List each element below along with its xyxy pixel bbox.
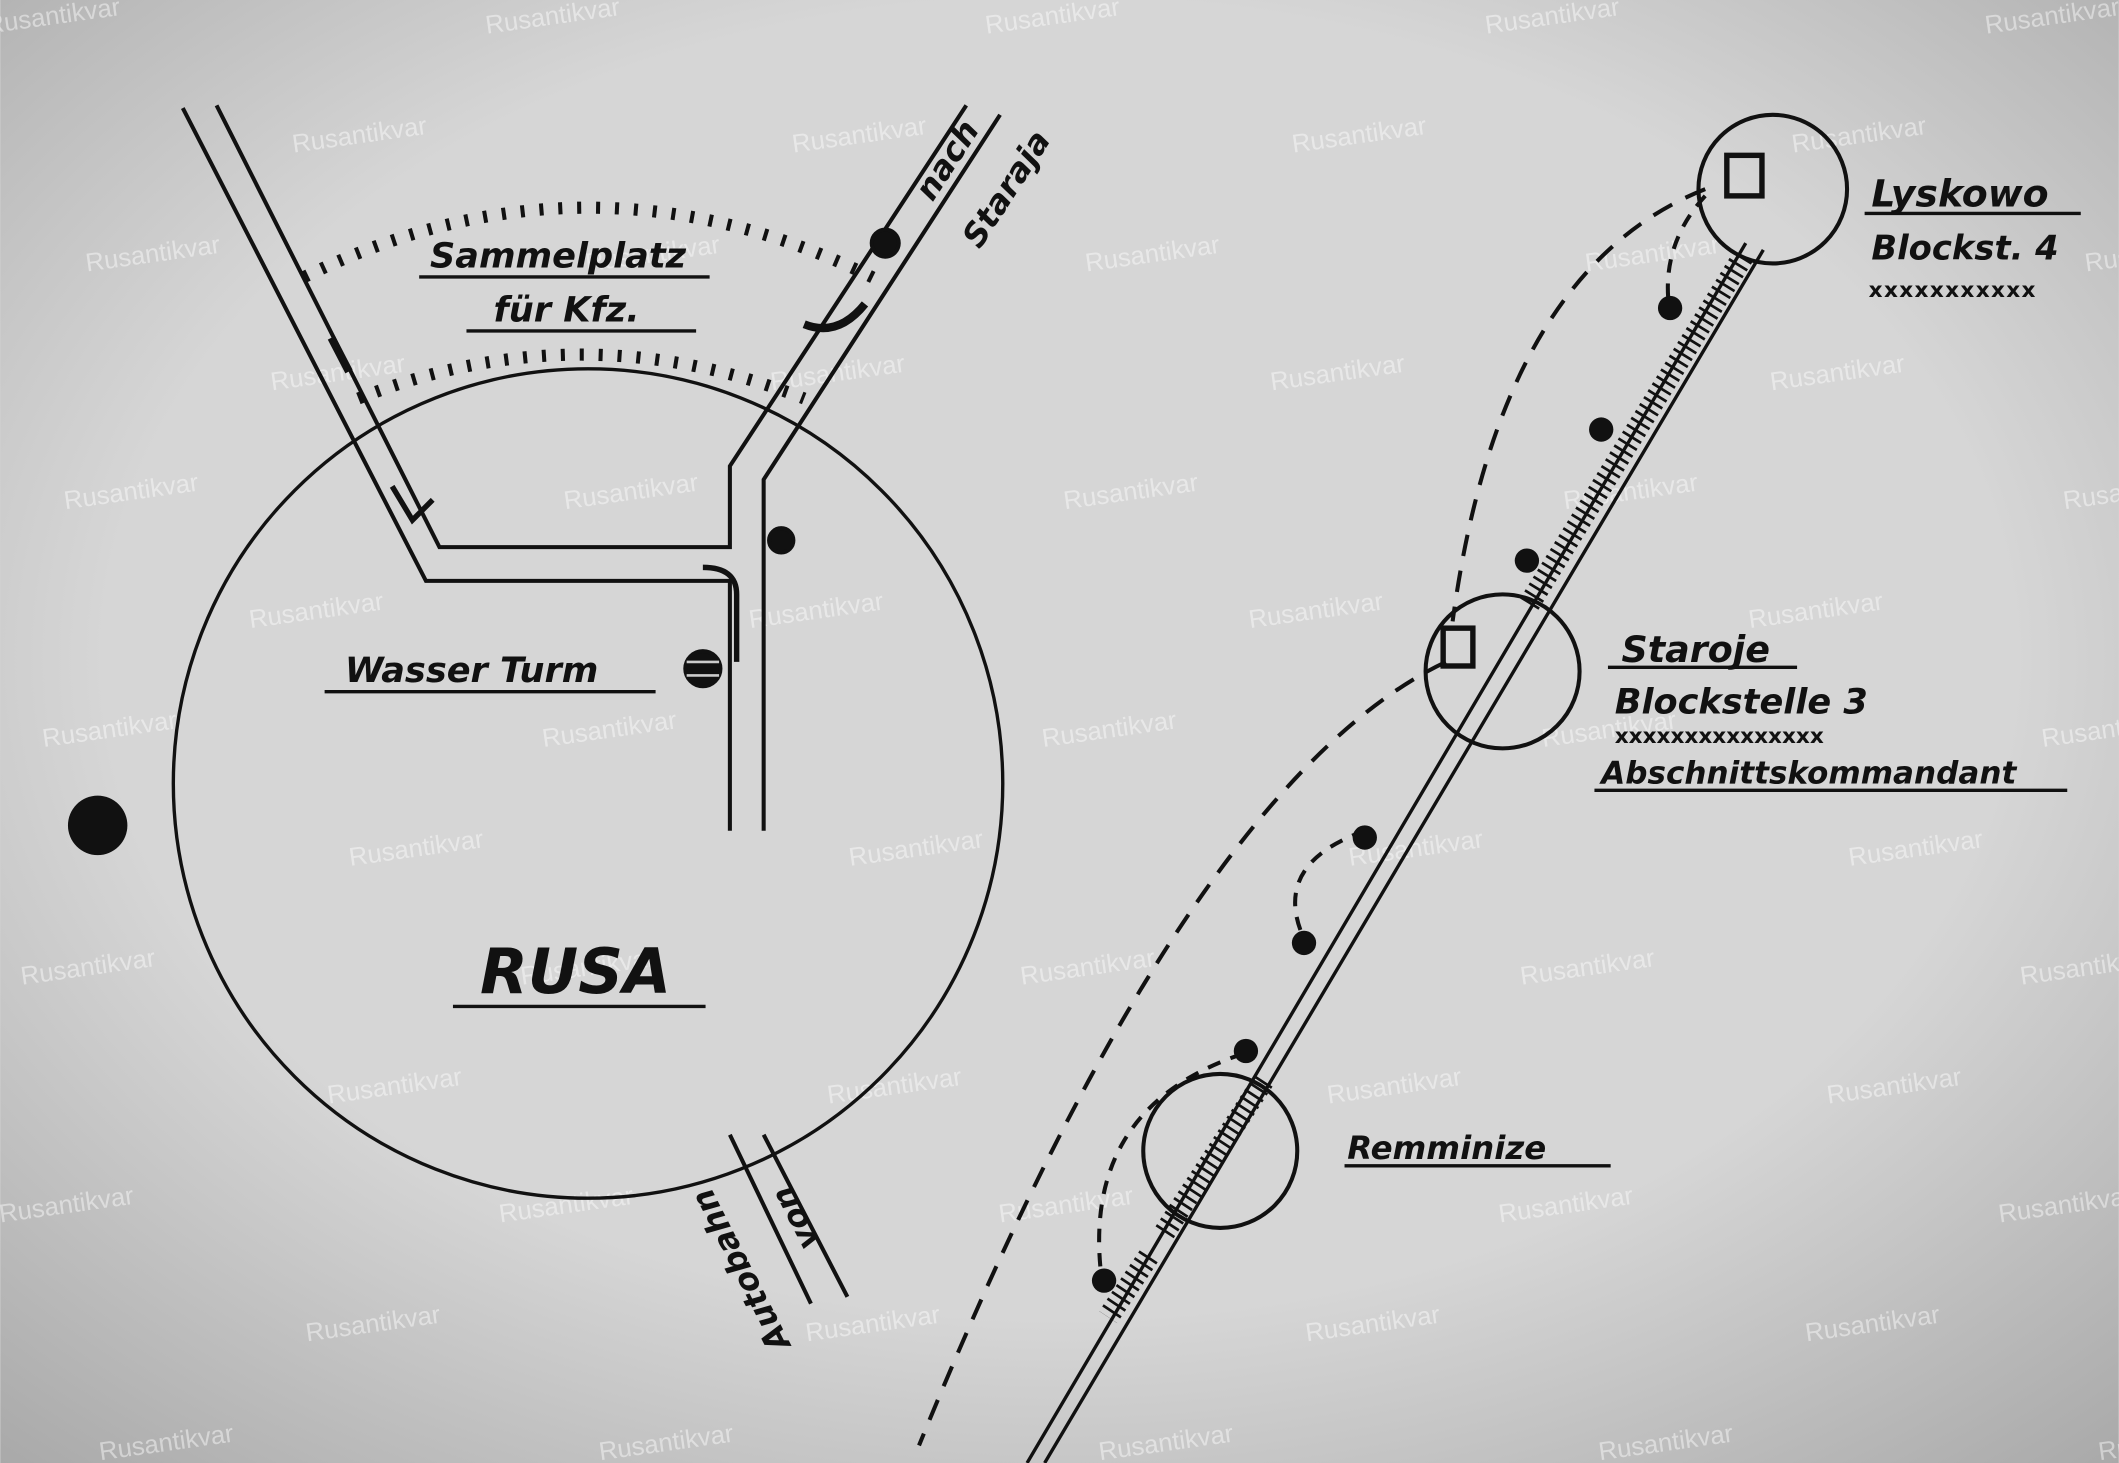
town-label: RUSA xyxy=(480,935,671,1008)
road-inner-line xyxy=(214,104,968,550)
water-tower-icon xyxy=(683,649,723,689)
lyskowo-sub-label: Blockst. 4 xyxy=(1871,228,2058,267)
dashed-route xyxy=(1097,1051,1244,1277)
remminize-label: Remminize xyxy=(1347,1129,1546,1167)
collection-area-label-line2: für Kfz. xyxy=(493,290,639,331)
left-map xyxy=(171,104,1005,1305)
dashed-route xyxy=(1450,187,1706,622)
label-underlines xyxy=(324,689,706,1009)
post-marker-icon xyxy=(767,526,796,555)
dashed-route xyxy=(1293,828,1366,940)
lyskowo-label: Lyskowo xyxy=(1871,172,2048,216)
staroje-boundary-mark: xxxxxxxxxxxxxxx xyxy=(1615,724,1824,749)
railway-hatch-remminize xyxy=(1153,1074,1273,1242)
lyskowo-boundary-mark: xxxxxxxxxxx xyxy=(1869,278,2037,303)
right-map xyxy=(917,112,2081,1463)
railway-line xyxy=(1025,242,1765,1463)
road-outer-line xyxy=(180,107,732,831)
water-tower-label: Wasser Turm xyxy=(345,650,598,691)
vehicle-mark xyxy=(802,301,869,333)
punch-hole xyxy=(67,795,128,856)
dashed-route xyxy=(1665,194,1707,305)
staroje-sub-label: Blockstelle 3 xyxy=(1615,681,1868,722)
staroje-circle xyxy=(1423,592,1582,751)
remminize-circle xyxy=(1141,1071,1300,1230)
dashed-route xyxy=(917,660,1447,1447)
staroje-label: Staroje xyxy=(1621,628,1770,671)
collection-area-label-line1: Sammelplatz xyxy=(430,235,687,276)
road-south xyxy=(728,1133,850,1305)
vehicle-mark xyxy=(327,335,353,374)
post-marker-icon xyxy=(869,227,901,259)
water-tower-icon-lines xyxy=(686,660,720,677)
collection-area-inner-boundary xyxy=(356,348,807,405)
label-underlines xyxy=(419,275,710,333)
label-underlines xyxy=(1344,211,2081,1168)
road-east-line xyxy=(761,113,1002,831)
rusa-town-circle xyxy=(171,367,1005,1200)
direction-arrow xyxy=(389,484,435,525)
block-post-icon xyxy=(1724,152,1765,199)
post-markers xyxy=(1091,295,1683,1293)
direction-arrow xyxy=(702,564,740,662)
lyskowo-circle xyxy=(1696,112,1850,266)
staroje-role-label: Abschnittskommandant xyxy=(1598,756,2017,792)
block-post-icon xyxy=(1440,625,1476,669)
